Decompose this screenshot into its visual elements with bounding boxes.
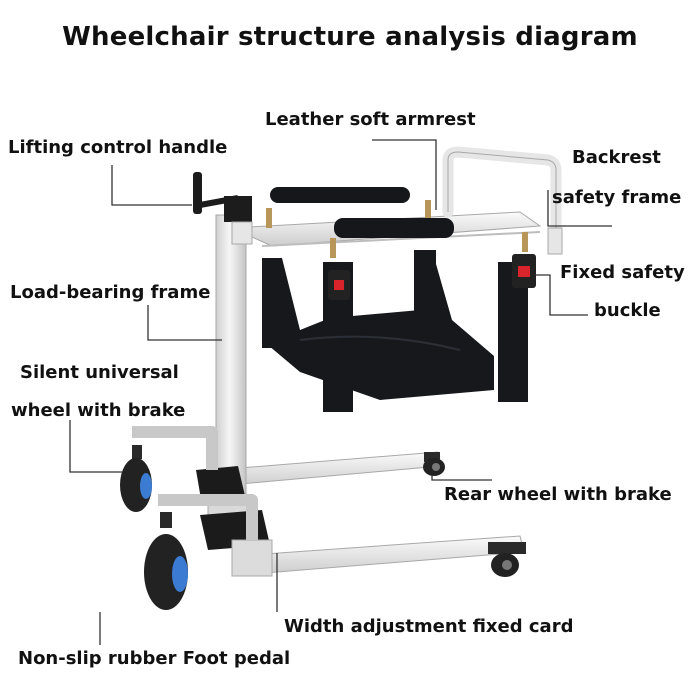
front-base-bar bbox=[249, 535, 526, 575]
label-load-bearing-frame: Load-bearing frame bbox=[10, 282, 211, 303]
leader-lines bbox=[69, 139, 612, 645]
leader-rear-wheel bbox=[431, 475, 492, 481]
label-backrest-line1: Backrest bbox=[572, 147, 661, 168]
leader-silent-wheel bbox=[69, 420, 122, 473]
label-non-slip-rubber-foot-pedal: Non-slip rubber Foot pedal bbox=[18, 648, 291, 669]
sling-seat bbox=[262, 250, 528, 412]
sling-hooks bbox=[266, 200, 528, 258]
label-silent-universal-line1: Silent universal bbox=[20, 362, 179, 383]
front-right-wheel bbox=[491, 553, 519, 577]
label-rear-wheel-with-brake: Rear wheel with brake bbox=[444, 484, 672, 505]
rear-base-bar bbox=[214, 451, 441, 487]
armrest-front bbox=[334, 218, 454, 238]
armrest-rear bbox=[270, 187, 410, 203]
leader-backrest bbox=[547, 190, 612, 227]
lifting-control-handle bbox=[193, 172, 252, 222]
caster-arm-upper bbox=[132, 426, 218, 470]
leader-load-frame bbox=[147, 305, 222, 341]
leader-armrest bbox=[372, 139, 437, 210]
leader-buckle bbox=[535, 274, 588, 316]
backrest-frame bbox=[442, 146, 563, 255]
label-leather-soft-armrest: Leather soft armrest bbox=[265, 109, 476, 130]
safety-buckle-right bbox=[512, 254, 536, 288]
caster-arm-lower bbox=[158, 494, 258, 540]
label-lifting-control-handle: Lifting control handle bbox=[8, 137, 228, 158]
leader-lifting-handle bbox=[111, 165, 192, 206]
rear-wheel bbox=[423, 452, 445, 476]
label-silent-universal-line2: wheel with brake bbox=[11, 400, 186, 421]
label-width-adjustment-fixed-card: Width adjustment fixed card bbox=[284, 616, 574, 637]
caster-wheel-upper bbox=[120, 458, 152, 512]
label-backrest-line2: safety frame bbox=[552, 187, 682, 208]
label-fixed-safety-line1: Fixed safety bbox=[560, 262, 685, 283]
label-fixed-safety-line2: buckle bbox=[594, 300, 661, 321]
diagram-title: Wheelchair structure analysis diagram bbox=[62, 22, 638, 52]
caster-wheel-lower bbox=[144, 534, 188, 610]
safety-buckle-left bbox=[328, 270, 350, 300]
